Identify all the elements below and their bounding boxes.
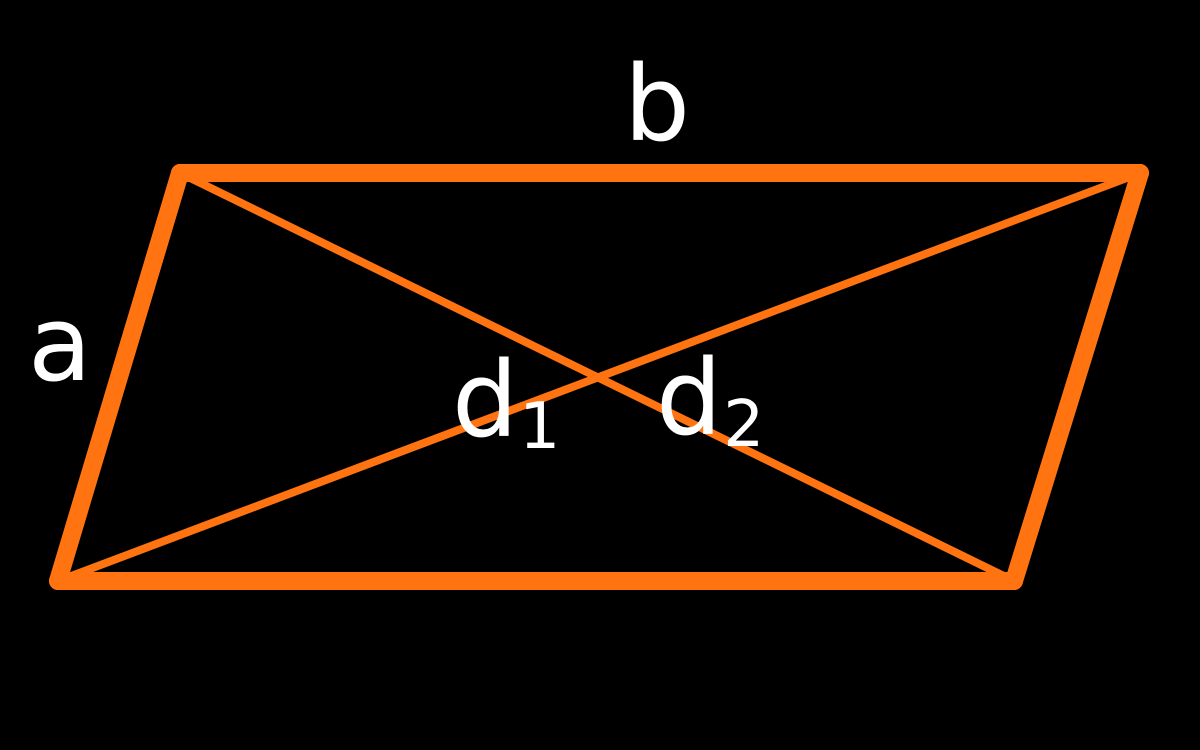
diagonal-d1-subscript: 1 bbox=[519, 388, 561, 464]
side-a-label: a bbox=[28, 292, 92, 396]
parallelogram-group bbox=[49, 164, 1149, 590]
side-left bbox=[49, 164, 189, 590]
diagonal-d2-subscript: 2 bbox=[723, 386, 765, 462]
diagonal-d2-label: d2 bbox=[656, 346, 764, 456]
side-b-text: b bbox=[624, 43, 691, 165]
diagonal-d1-base: d bbox=[452, 339, 519, 461]
diagonal-d2 bbox=[176, 169, 1018, 585]
diagonal-d1-label: d1 bbox=[452, 348, 560, 458]
side-a-text: a bbox=[28, 283, 92, 405]
side-right bbox=[1005, 164, 1149, 590]
side-b-label: b bbox=[624, 52, 690, 156]
diagonal-d2-base: d bbox=[656, 337, 723, 459]
